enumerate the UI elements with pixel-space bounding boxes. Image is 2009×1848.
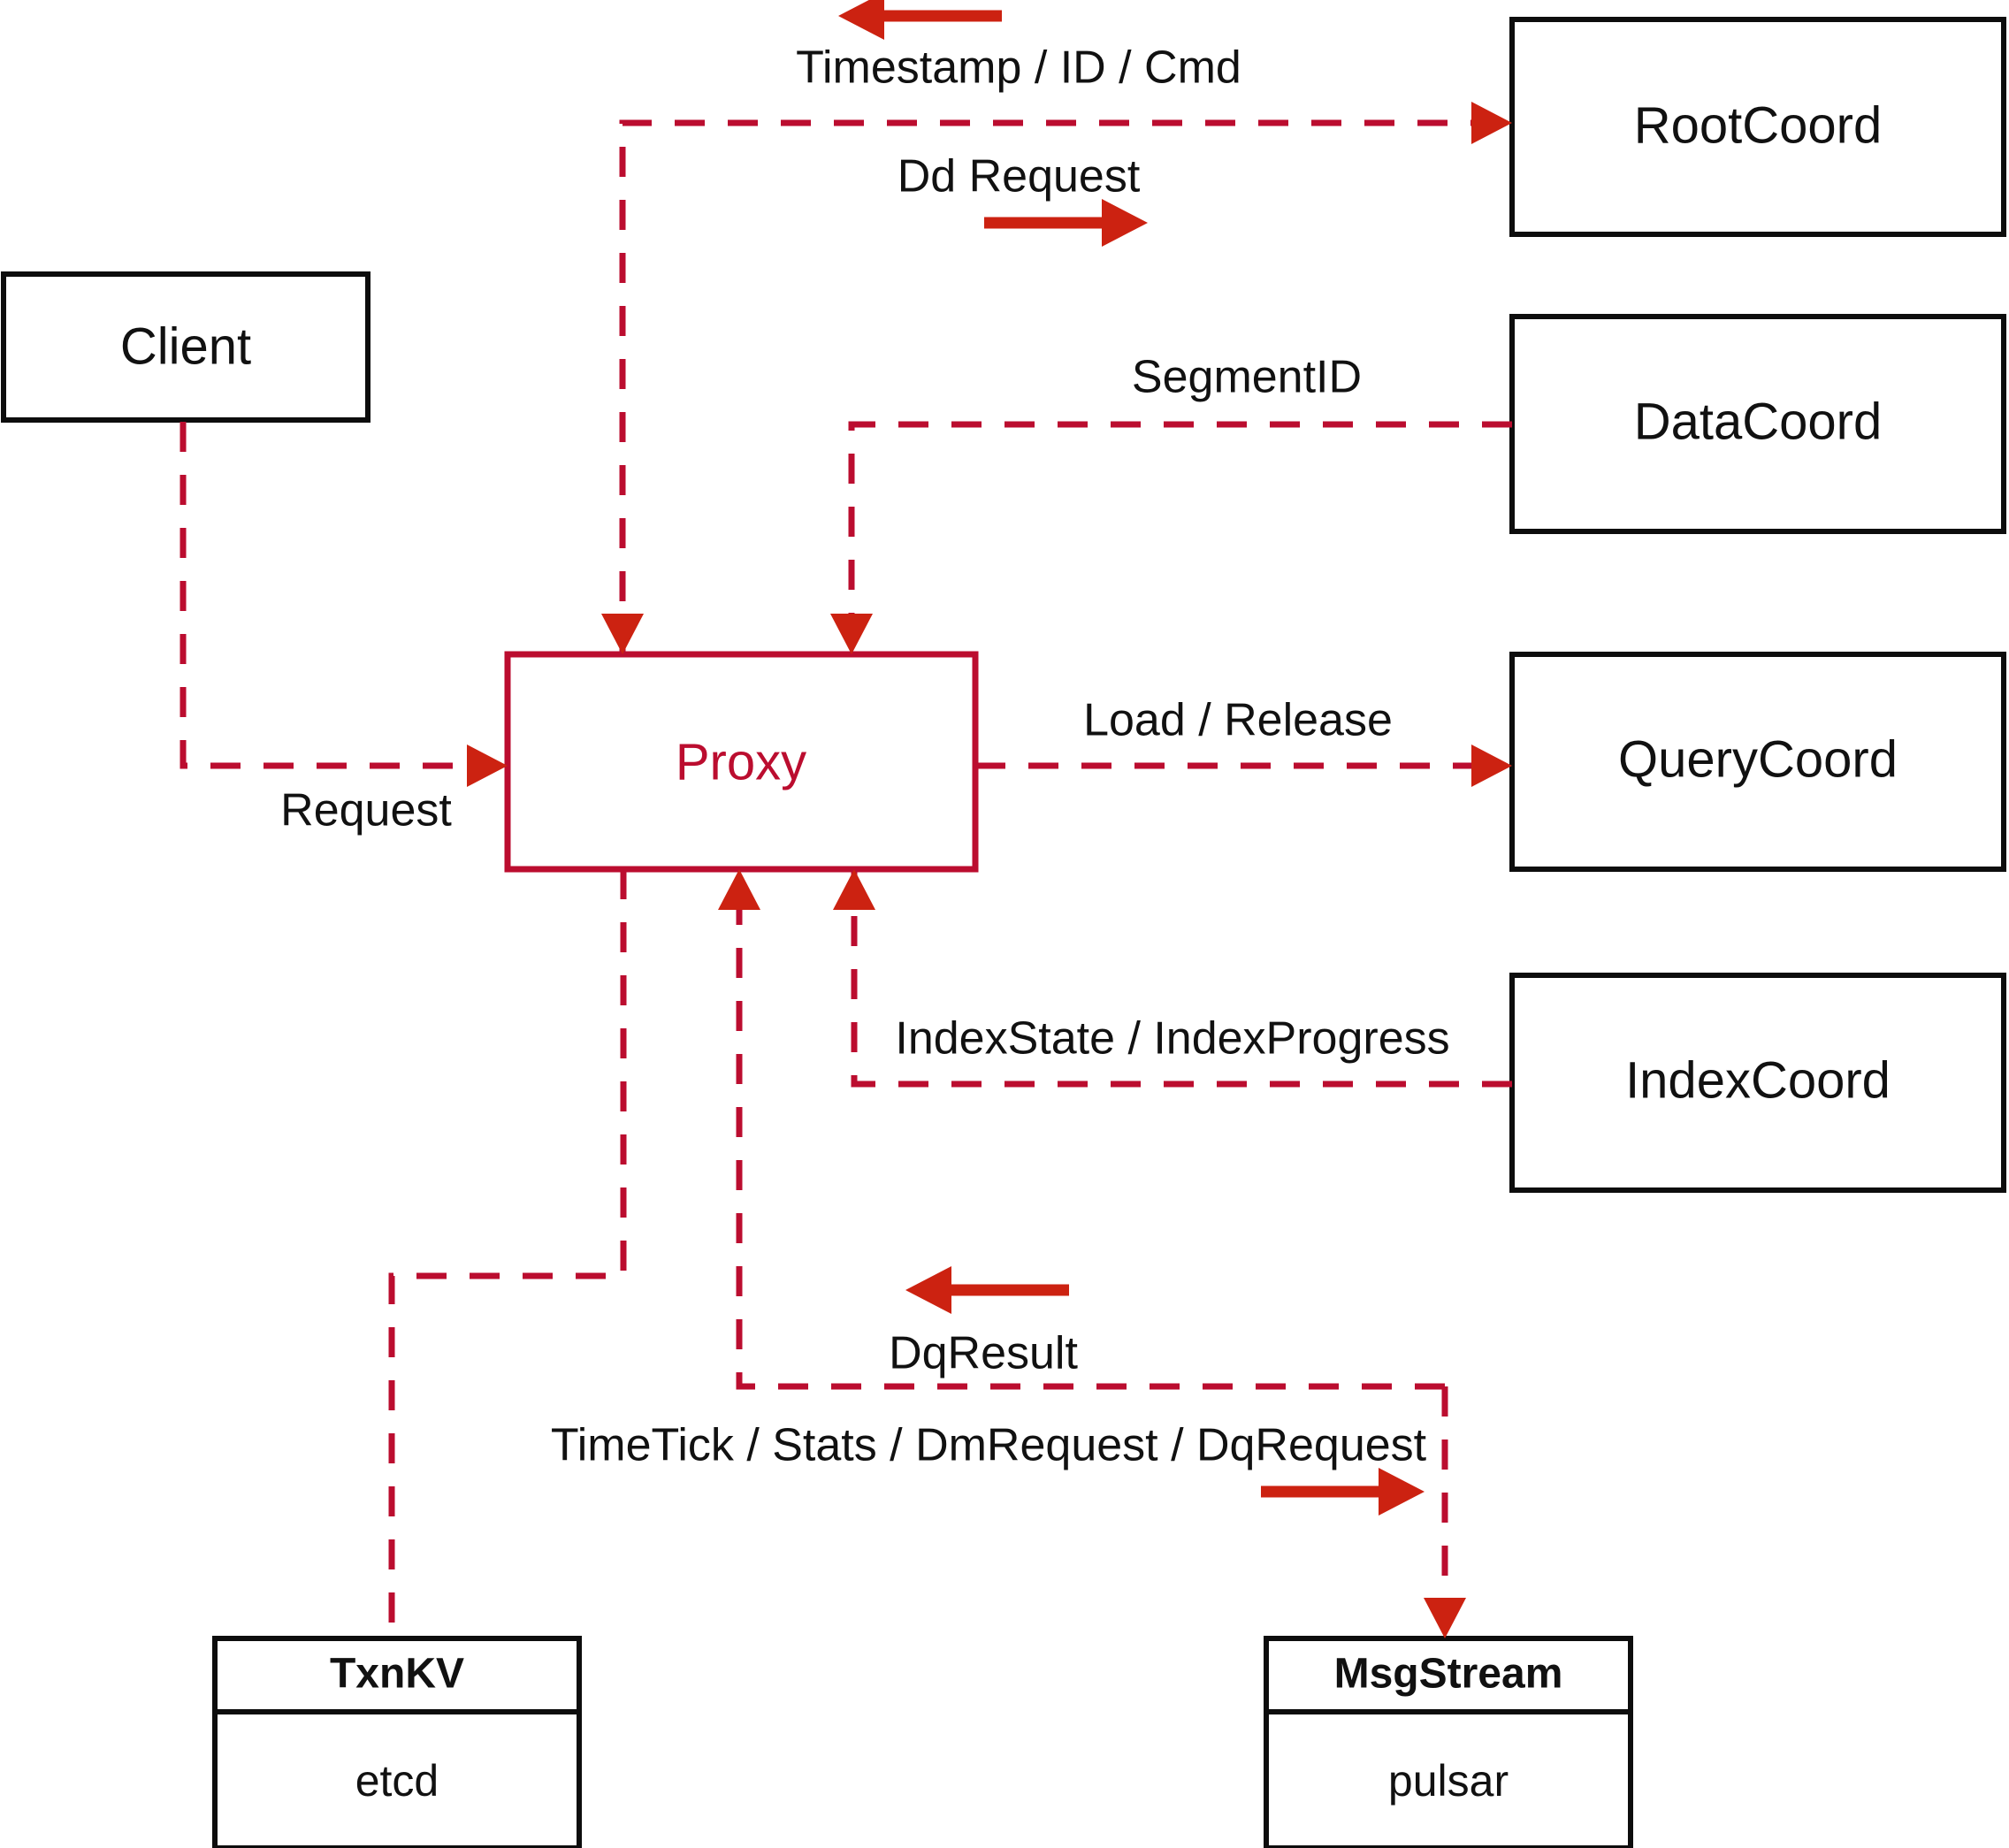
edge-to-msgstream (1424, 1386, 1466, 1638)
direction-arrow-dd-request (984, 199, 1148, 247)
edge-client-to-proxy-path (180, 422, 482, 769)
edge-data-coord-to-proxy-path (848, 421, 1512, 654)
client-box (1, 271, 370, 423)
node-msgstream[interactable]: MsgStream pulsar (1264, 1636, 1633, 1848)
txnkv-impl: etcd (355, 1756, 439, 1806)
node-txnkv[interactable]: TxnKV etcd (212, 1636, 582, 1848)
query-coord-box (1509, 652, 2006, 872)
edge-proxy-to-txnkv-path (388, 869, 627, 1638)
edge-proxy-to-query-coord (975, 745, 1512, 787)
edge-proxy-to-root-coord (601, 102, 1512, 654)
arrowhead-into-proxy-left (467, 745, 508, 787)
node-query-coord[interactable]: QueryCoord (1509, 652, 2006, 872)
direction-arrow-timetick (1261, 1468, 1425, 1516)
edge-client-to-proxy (180, 422, 508, 787)
direction-arrow-timestamp-head (838, 0, 884, 40)
direction-arrow-timetick-head (1379, 1468, 1425, 1516)
arrowhead-into-msgstream (1424, 1598, 1466, 1638)
txnkv-box (212, 1636, 582, 1848)
edge-label-timestamp-id-cmd: Timestamp / ID / Cmd (796, 42, 1241, 94)
arrowhead-into-proxy-bottom-middle (718, 869, 760, 910)
client-label: Client (120, 317, 251, 375)
edge-label-segment-id: SegmentID (1132, 352, 1362, 403)
query-coord-label: QueryCoord (1618, 730, 1898, 788)
data-coord-label: DataCoord (1634, 393, 1882, 450)
direction-arrow-timestamp (838, 0, 1002, 40)
txnkv-title: TxnKV (330, 1651, 464, 1698)
edge-proxy-to-root-coord-path (619, 119, 1486, 654)
edge-index-coord-to-proxy-path (851, 869, 1512, 1088)
edge-label-dq-result: DqResult (889, 1328, 1078, 1379)
edge-proxy-to-txnkv (388, 869, 627, 1638)
arrowhead-into-root-coord (1471, 102, 1512, 144)
edge-label-load-release: Load / Release (1083, 695, 1393, 746)
edge-label-index-state-progress: IndexState / IndexProgress (895, 1013, 1449, 1065)
edge-label-request: Request (280, 785, 452, 836)
direction-arrow-dq-result (905, 1266, 1069, 1314)
direction-arrow-dq-result-head (905, 1266, 951, 1314)
node-data-coord[interactable]: DataCoord (1509, 314, 2006, 534)
node-root-coord[interactable]: RootCoord (1509, 17, 2006, 237)
root-coord-label: RootCoord (1634, 96, 1882, 154)
data-coord-box (1509, 314, 2006, 534)
node-index-coord[interactable]: IndexCoord (1509, 973, 2006, 1193)
node-proxy[interactable]: Proxy (504, 651, 979, 873)
direction-arrow-dd-request-head (1102, 199, 1148, 247)
edge-msgstream-to-proxy (718, 869, 1445, 1390)
arrowhead-into-query-coord (1471, 745, 1512, 787)
index-coord-box (1509, 973, 2006, 1193)
edge-label-dd-request: Dd Request (898, 151, 1141, 202)
index-coord-label: IndexCoord (1625, 1051, 1891, 1109)
edge-data-coord-to-proxy (830, 421, 1512, 654)
root-coord-box (1509, 17, 2006, 237)
node-client[interactable]: Client (1, 271, 370, 423)
edge-index-coord-to-proxy (833, 869, 1512, 1088)
edge-msgstream-to-proxy-path (736, 869, 1445, 1390)
msgstream-title: MsgStream (1334, 1651, 1563, 1698)
msgstream-impl: pulsar (1388, 1756, 1509, 1806)
proxy-label: Proxy (676, 733, 806, 790)
arrowhead-into-proxy-top-left (601, 614, 644, 654)
proxy-box (504, 651, 979, 873)
edge-label-timetick-stats: TimeTick / Stats / DmRequest / DqRequest (551, 1420, 1427, 1471)
msgstream-box (1264, 1636, 1633, 1848)
arrowhead-into-proxy-bottom-right (833, 869, 875, 910)
arrowhead-into-proxy-top-right (830, 614, 873, 654)
